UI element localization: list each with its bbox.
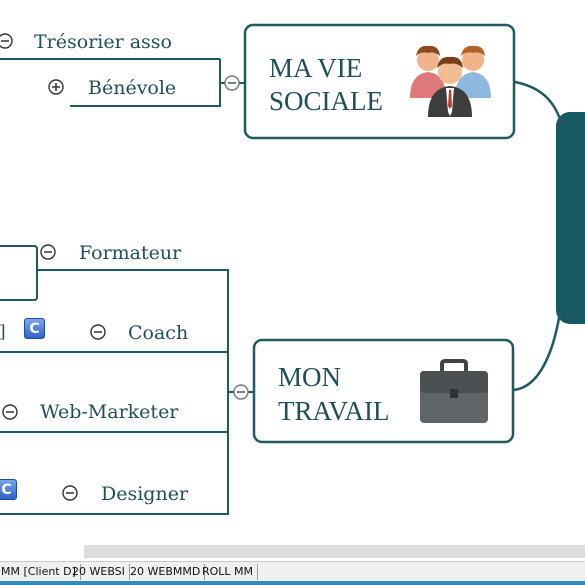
c-badge-icon[interactable]: C	[0, 479, 17, 500]
sheet-tab-bar: MM [Client D] 20 WEBSI 20 WEBMMD ROLL MM	[0, 561, 585, 582]
sheet-tab[interactable]: 20 WEBSI	[68, 564, 130, 580]
collapse-minus-icon[interactable]	[62, 485, 78, 501]
branch-box-formateur	[0, 245, 38, 301]
subtopic-formateur[interactable]: Formateur	[79, 242, 182, 264]
collapse-minus-icon[interactable]	[40, 244, 56, 260]
branch-line-formateur	[37, 269, 229, 432]
horizontal-scrollbar[interactable]	[84, 545, 585, 558]
topic-vie-sociale-line1[interactable]: MA VIE	[269, 53, 363, 83]
collapse-minus-icon[interactable]	[0, 33, 13, 49]
topic-travail-line2[interactable]: TRAVAIL	[278, 396, 390, 426]
clipped-text-fragment: ]	[0, 321, 6, 343]
subtopic-designer[interactable]: Designer	[101, 483, 189, 505]
collapse-minus-icon[interactable]	[2, 404, 18, 420]
topic-vie-sociale-line2[interactable]: SOCIALE	[269, 86, 383, 116]
sheet-tab[interactable]: ROLL MM	[198, 564, 259, 580]
branch-line-benevole	[70, 59, 221, 107]
people-group-icon	[410, 45, 491, 117]
subtopic-web-marketer[interactable]: Web-Marketer	[40, 401, 179, 423]
connector-travail	[512, 311, 562, 392]
briefcase-icon	[420, 359, 488, 423]
c-badge-icon[interactable]: C	[24, 318, 45, 339]
topic-travail-line1[interactable]: MON	[278, 362, 342, 392]
subtopic-benevole[interactable]: Bénévole	[88, 77, 177, 99]
expand-plus-icon[interactable]	[48, 79, 64, 95]
branch-line-designer	[0, 432, 229, 515]
window-bottom-border	[0, 581, 585, 585]
collapse-minus-icon[interactable]	[90, 324, 106, 340]
connector-vie-sociale	[514, 80, 564, 126]
subtopic-tresorier[interactable]: Trésorier asso	[34, 31, 172, 53]
sheet-tab[interactable]: MM [Client D]	[0, 564, 81, 580]
sheet-tab[interactable]: 20 WEBMMD	[126, 564, 206, 580]
subtopic-coach[interactable]: Coach	[128, 322, 189, 344]
collapse-minus-icon[interactable]	[224, 75, 240, 91]
collapse-minus-icon[interactable]	[233, 384, 249, 400]
central-topic-node[interactable]	[556, 112, 585, 324]
